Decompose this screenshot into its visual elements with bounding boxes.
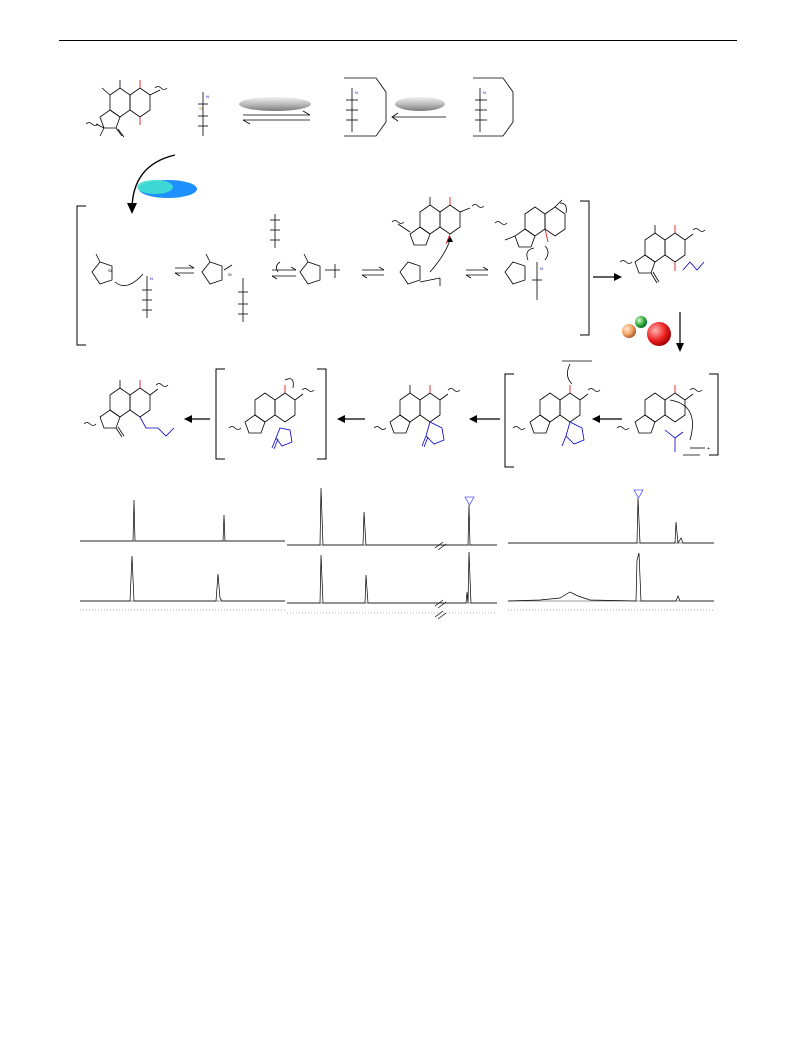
bracket-intermediate-row3b [504,360,719,468]
svg-text:N: N [206,94,209,99]
eq-arrow-a [174,264,195,277]
curved-arrow-down [127,154,197,214]
catalyst-balls [622,316,671,346]
quinone-structure-1 [85,80,168,138]
svg-text:Si: Si [108,268,112,273]
svg-text:+: + [707,446,710,452]
arrow-down-right [676,312,684,352]
silyl-reagent-2 [270,214,280,248]
pre-cyclization-intermediate: + [616,385,710,456]
arrow-left-4 [592,415,622,423]
catalyst-ellipse-2 [391,97,446,122]
intermediate-1: Si N [91,253,153,318]
svg-text:N: N [355,90,358,95]
svg-text:N: N [150,276,153,281]
mechanism-bracket-right [580,200,590,336]
silyl-reagent-1: N Si [198,92,209,136]
intermediate-3 [299,253,340,285]
nmr-panel-left [80,499,285,611]
svg-text:Si: Si [199,106,203,111]
svg-text:Si: Si [228,272,232,277]
aryl-amine-product-a [619,225,706,284]
svg-text:N: N [483,90,486,95]
bracket-intermediate-row3 [215,368,327,460]
bracket-species-2: N [473,77,514,137]
header-rule [59,40,737,41]
nmr-panel-middle [287,487,497,620]
arrow-to-product-a [593,273,622,281]
equilibrium-arrows-1 [242,110,311,125]
svg-text:N: N [540,266,543,271]
arrow-left-1 [184,415,210,423]
eq-arrow-b [271,261,297,280]
nmr-panel-right [507,489,714,611]
spiro-product [373,385,461,448]
eq-arrow-c [361,266,385,279]
mechanism-bracket-left [76,205,86,346]
final-product [83,380,175,438]
arrow-left-2 [337,415,365,423]
naphthoquinone-adduct [391,197,485,286]
arrow-left-3 [469,415,500,423]
intermediate-2: Si [201,253,248,322]
bracket-species-1: N [344,77,387,137]
cyclization-intermediate: N [494,199,567,300]
catalyst-ellipse-1 [239,97,311,111]
eq-arrow-d [465,266,489,279]
